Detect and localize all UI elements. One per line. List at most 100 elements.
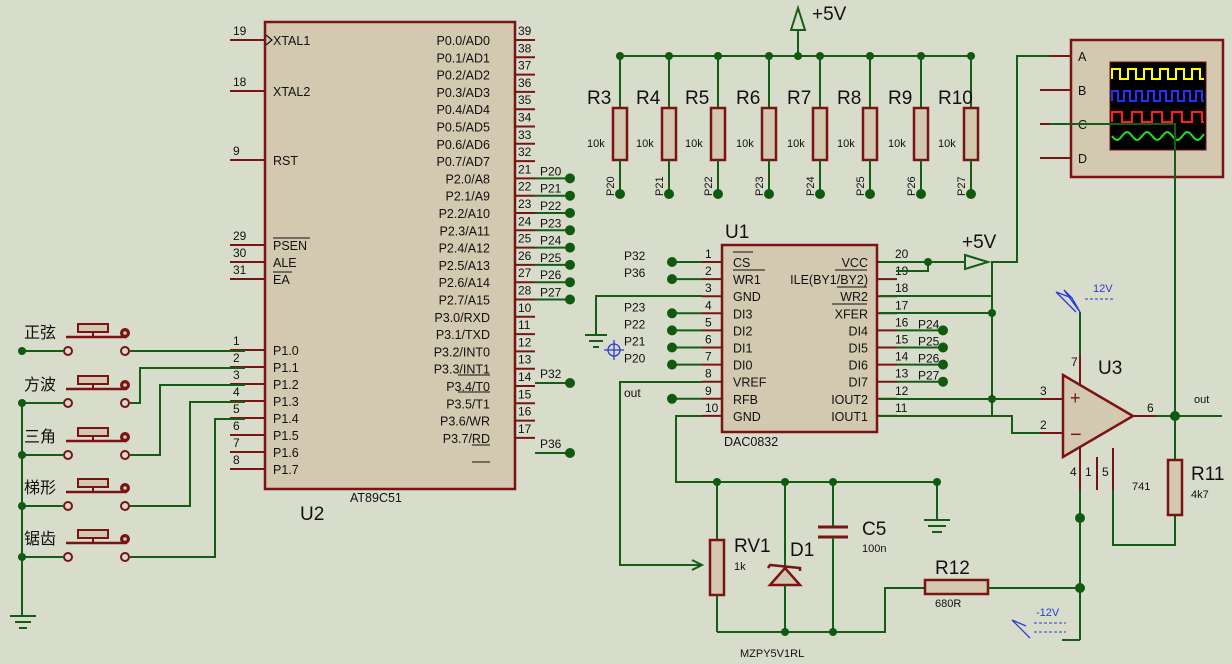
- scope-traces: [1111, 68, 1205, 141]
- svg-text:DI0: DI0: [733, 359, 753, 373]
- svg-text:P3.2/INT0: P3.2/INT0: [434, 345, 490, 359]
- svg-text:3: 3: [1040, 384, 1047, 398]
- svg-text:P26: P26: [918, 352, 940, 366]
- scope-channel-label: B: [1078, 84, 1086, 98]
- svg-text:P0.4/AD4: P0.4/AD4: [436, 103, 490, 117]
- svg-text:DI2: DI2: [733, 324, 753, 338]
- opamp-wiring: 12V R11 4k7 out -12V: [1011, 283, 1224, 641]
- svg-text:2: 2: [233, 351, 240, 365]
- rbank-supply-label: +5V: [812, 4, 847, 25]
- svg-text:8: 8: [233, 453, 240, 467]
- button-label: 锯齿: [24, 529, 56, 548]
- svg-text:P1.6: P1.6: [273, 446, 299, 460]
- svg-text:−: −: [1070, 424, 1082, 446]
- svg-text:8: 8: [705, 367, 712, 381]
- rv1-potentiometer: RV1 1k: [708, 482, 771, 632]
- svg-text:5: 5: [705, 315, 712, 329]
- u2-ref: U2: [300, 504, 324, 525]
- dac-wiring: +5V: [585, 232, 1040, 571]
- svg-text:25: 25: [518, 232, 532, 246]
- u1-ref: U1: [725, 222, 749, 243]
- push-button[interactable]: 三角: [18, 427, 130, 460]
- svg-text:18: 18: [233, 75, 247, 89]
- rbank-value: 10k: [888, 138, 906, 150]
- svg-text:13: 13: [518, 353, 532, 367]
- scope-channel-label: D: [1078, 152, 1087, 166]
- svg-text:DI7: DI7: [849, 376, 869, 390]
- r11-value: 4k7: [1191, 489, 1209, 501]
- svg-text:ALE: ALE: [273, 256, 297, 270]
- svg-text:P22: P22: [624, 317, 646, 331]
- svg-text:P3.7/RD: P3.7/RD: [443, 432, 490, 446]
- negative-supply-wiring: R12 680R: [717, 558, 1085, 636]
- svg-text:P1.7: P1.7: [273, 463, 299, 477]
- u2-microcontroller: 19XTAL118XTAL29RST29PSEN30ALE31EA1P1.02P…: [230, 20, 535, 525]
- push-button[interactable]: 正弦: [18, 323, 130, 356]
- svg-text:34: 34: [518, 111, 532, 125]
- svg-text:P36: P36: [624, 266, 646, 280]
- svg-text:DI5: DI5: [849, 342, 869, 356]
- svg-text:32: 32: [518, 145, 532, 159]
- svg-text:WR1: WR1: [733, 273, 761, 287]
- svg-text:P0.7/AD7: P0.7/AD7: [436, 155, 490, 169]
- button-label: 正弦: [24, 323, 56, 342]
- button-label: 梯形: [24, 478, 56, 497]
- supply-arrow-icon: [964, 253, 992, 271]
- svg-text:XTAL1: XTAL1: [273, 34, 310, 48]
- rbank-value: 10k: [736, 138, 754, 150]
- svg-text:DI3: DI3: [733, 307, 753, 321]
- svg-text:EA: EA: [273, 273, 290, 287]
- u1-supply-label: +5V: [962, 232, 997, 253]
- scope-trace: [1111, 90, 1204, 102]
- svg-text:P2.5/A13: P2.5/A13: [439, 259, 490, 273]
- u3-ref: U3: [1098, 358, 1122, 379]
- svg-text:IOUT1: IOUT1: [831, 410, 868, 424]
- svg-text:1: 1: [1085, 465, 1092, 479]
- svg-text:5: 5: [1102, 465, 1109, 479]
- p2-net-label: P23: [540, 216, 562, 230]
- svg-text:GND: GND: [733, 290, 761, 304]
- rbank-ref: R10: [938, 88, 973, 109]
- svg-text:23: 23: [518, 197, 532, 211]
- button-label: 三角: [24, 427, 56, 446]
- svg-text:IOUT2: IOUT2: [831, 393, 868, 407]
- push-button[interactable]: 方波: [18, 375, 130, 408]
- svg-text:P3.6/WR: P3.6/WR: [440, 415, 490, 429]
- svg-text:P21: P21: [624, 335, 646, 349]
- svg-text:6: 6: [1147, 401, 1154, 415]
- u2-type: AT89C51: [350, 491, 402, 505]
- svg-text:37: 37: [518, 59, 532, 73]
- d1-zener: D1 MZPY5V1RL: [740, 482, 814, 660]
- clock-input-icon: [265, 34, 273, 46]
- svg-text:P3.5/T1: P3.5/T1: [446, 397, 490, 411]
- svg-text:P0.1/AD1: P0.1/AD1: [436, 51, 490, 65]
- svg-text:CS: CS: [733, 256, 750, 270]
- svg-text:17: 17: [895, 298, 909, 312]
- svg-text:5: 5: [233, 402, 240, 416]
- svg-text:12: 12: [518, 335, 532, 349]
- svg-text:15: 15: [895, 333, 909, 347]
- svg-text:33: 33: [518, 128, 532, 142]
- vneg-label: -12V: [1036, 607, 1060, 619]
- rbank-ref: R8: [837, 88, 861, 109]
- pullup-resistor-bank: +5V R310kP20R410kP21R510kP22R610kP23R710…: [587, 4, 980, 199]
- rv1-value: 1k: [734, 561, 746, 573]
- svg-text:13: 13: [895, 367, 909, 381]
- svg-text:P0.3/AD3: P0.3/AD3: [436, 86, 490, 100]
- svg-text:35: 35: [518, 93, 532, 107]
- push-button[interactable]: 梯形: [18, 478, 130, 511]
- svg-text:P2.7/A15: P2.7/A15: [439, 294, 490, 308]
- svg-text:P1.5: P1.5: [273, 429, 299, 443]
- svg-text:39: 39: [518, 24, 532, 38]
- p2-net-label: P21: [540, 182, 562, 196]
- u3-opamp: + − 7 3 2 6 4 1 5 U3 741: [1040, 355, 1155, 493]
- svg-text:7: 7: [1071, 355, 1078, 369]
- svg-text:6: 6: [705, 333, 712, 347]
- scope-trace: [1111, 68, 1204, 80]
- svg-text:P3.1/TXD: P3.1/TXD: [436, 328, 490, 342]
- svg-text:XFER: XFER: [835, 307, 868, 321]
- push-button[interactable]: 锯齿: [18, 529, 130, 562]
